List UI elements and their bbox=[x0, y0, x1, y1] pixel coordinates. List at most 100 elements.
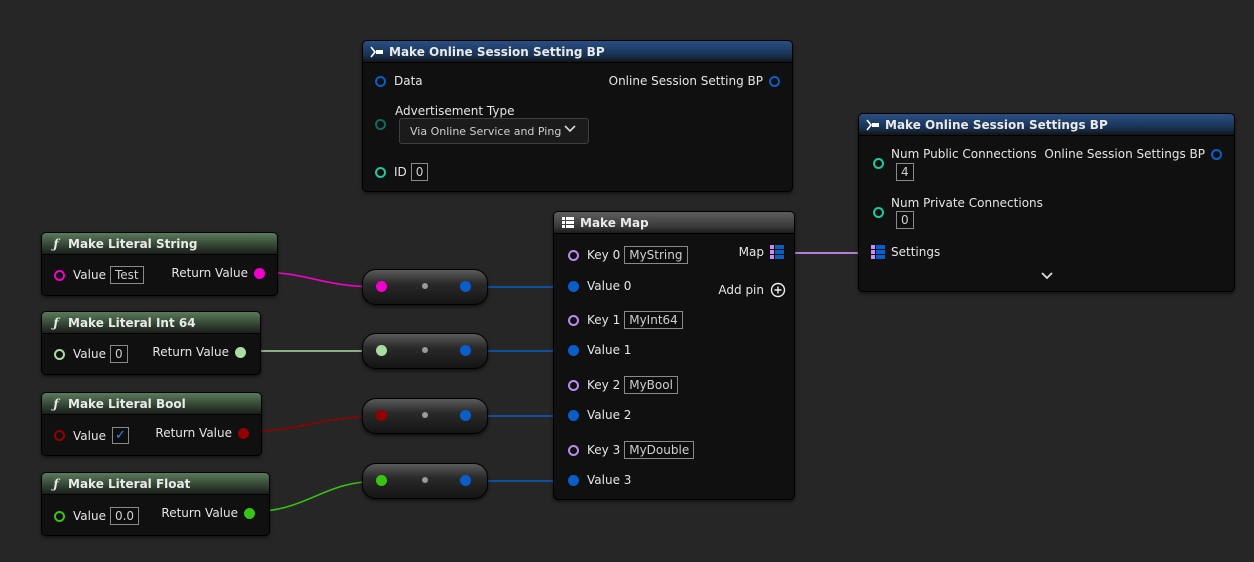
node-header: Make Online Session Settings BP bbox=[859, 114, 1234, 136]
node-title: Make Online Session Settings BP bbox=[885, 117, 1108, 132]
num-public-label: Num Public Connections bbox=[891, 147, 1037, 161]
make-literal-int64-node[interactable]: ƒ Make Literal Int 64 Value 0 Return Val… bbox=[41, 311, 261, 375]
conversion-output-pin[interactable] bbox=[460, 281, 471, 292]
conversion-dot bbox=[422, 347, 428, 353]
value-2-label: Value 2 bbox=[587, 408, 632, 422]
node-header: ƒ Make Literal String bbox=[42, 233, 277, 255]
conversion-dot bbox=[422, 283, 428, 289]
conversion-input-pin[interactable] bbox=[376, 475, 387, 486]
advertisement-type-label: Advertisement Type bbox=[395, 104, 515, 118]
value-input-pin[interactable] bbox=[54, 348, 65, 360]
key-0-field[interactable]: MyString bbox=[624, 246, 688, 264]
return-value-pin[interactable] bbox=[254, 267, 265, 279]
return-value-pin[interactable] bbox=[244, 507, 255, 519]
num-private-label: Num Private Connections bbox=[891, 196, 1043, 210]
node-title: Make Literal Bool bbox=[68, 396, 186, 411]
return-value-label: Return Value bbox=[152, 345, 229, 359]
struct-make-icon bbox=[369, 46, 385, 58]
node-header: Make Online Session Setting BP bbox=[363, 41, 792, 63]
conversion-input-pin[interactable] bbox=[376, 345, 387, 356]
id-label: ID bbox=[394, 165, 407, 179]
node-header: ƒ Make Literal Bool bbox=[42, 393, 261, 415]
return-value-pin[interactable] bbox=[235, 346, 246, 358]
num-public-field[interactable]: 4 bbox=[896, 163, 914, 181]
output-label: Online Session Settings BP bbox=[1044, 147, 1205, 161]
settings-label: Settings bbox=[891, 245, 941, 259]
value-2-pin[interactable] bbox=[568, 409, 579, 421]
conversion-input-pin[interactable] bbox=[376, 281, 387, 292]
plus-circle-icon bbox=[770, 282, 786, 298]
make-online-session-settings-node[interactable]: Make Online Session Settings BP Num Publ… bbox=[858, 113, 1235, 292]
output-pin[interactable] bbox=[1211, 148, 1222, 160]
num-public-pin[interactable] bbox=[873, 158, 884, 169]
value-1-pin[interactable] bbox=[568, 344, 579, 356]
return-value-pin[interactable] bbox=[238, 427, 249, 439]
add-pin-button[interactable]: Add pin bbox=[718, 282, 786, 298]
advertisement-type-dropdown[interactable]: Via Online Service and Ping bbox=[399, 118, 589, 144]
expand-button[interactable] bbox=[1041, 272, 1053, 280]
value-label: Value bbox=[73, 509, 106, 523]
function-icon: ƒ bbox=[53, 396, 59, 411]
value-input-pin[interactable] bbox=[54, 430, 65, 441]
key-1-pin[interactable] bbox=[568, 314, 579, 326]
value-field[interactable]: 0 bbox=[109, 345, 128, 363]
id-field[interactable]: 0 bbox=[410, 163, 429, 181]
function-icon: ƒ bbox=[53, 236, 59, 251]
map-pin-icon[interactable] bbox=[871, 245, 885, 259]
make-literal-string-node[interactable]: ƒ Make Literal String Value Test Return … bbox=[41, 232, 278, 296]
key-2-pin[interactable] bbox=[568, 379, 579, 391]
node-title: Make Literal Int 64 bbox=[68, 315, 196, 330]
conversion-node-float[interactable] bbox=[362, 463, 488, 499]
value-checkbox[interactable]: ✓ bbox=[111, 427, 129, 444]
value-3-pin[interactable] bbox=[568, 474, 579, 486]
num-private-pin[interactable] bbox=[873, 207, 884, 218]
num-private-field[interactable]: 0 bbox=[896, 211, 914, 229]
chevron-down-icon bbox=[564, 125, 576, 136]
conversion-output-pin[interactable] bbox=[460, 475, 471, 486]
key-3-field[interactable]: MyDouble bbox=[624, 441, 695, 459]
node-header: ƒ Make Literal Int 64 bbox=[42, 312, 260, 334]
key-2-field[interactable]: MyBool bbox=[624, 376, 678, 394]
key-1-label: Key 1 bbox=[587, 313, 621, 327]
return-value-label: Return Value bbox=[161, 506, 238, 520]
key-2-label: Key 2 bbox=[587, 378, 621, 392]
make-literal-bool-node[interactable]: ƒ Make Literal Bool Value ✓ Return Value bbox=[41, 392, 262, 456]
dropdown-value: Via Online Service and Ping bbox=[410, 124, 562, 138]
function-icon: ƒ bbox=[53, 315, 59, 330]
data-input-pin[interactable] bbox=[375, 75, 386, 87]
node-title: Make Map bbox=[580, 215, 649, 230]
value-label: Value bbox=[73, 347, 106, 361]
value-input-pin[interactable] bbox=[54, 269, 65, 281]
conversion-output-pin[interactable] bbox=[460, 345, 471, 356]
node-title: Make Online Session Setting BP bbox=[389, 44, 605, 59]
make-online-session-setting-node[interactable]: Make Online Session Setting BP Data Onli… bbox=[362, 40, 793, 192]
key-0-pin[interactable] bbox=[568, 249, 579, 261]
make-map-icon bbox=[560, 217, 576, 228]
node-title: Make Literal String bbox=[68, 236, 198, 251]
key-3-pin[interactable] bbox=[568, 444, 579, 456]
conversion-node-string[interactable] bbox=[362, 269, 488, 305]
value-input-pin[interactable] bbox=[54, 510, 65, 522]
conversion-input-pin[interactable] bbox=[376, 410, 387, 421]
chevron-down-icon bbox=[1041, 272, 1053, 280]
id-pin[interactable] bbox=[375, 166, 386, 178]
make-map-node[interactable]: Make Map Map Add pin Key 0 MyString Valu… bbox=[553, 211, 795, 500]
conversion-dot bbox=[422, 477, 428, 483]
map-output-pin-icon[interactable] bbox=[770, 245, 784, 259]
make-literal-float-node[interactable]: ƒ Make Literal Float Value 0.0 Return Va… bbox=[41, 472, 270, 536]
value-0-label: Value 0 bbox=[587, 279, 632, 293]
value-field[interactable]: 0.0 bbox=[109, 507, 140, 525]
conversion-node-int64[interactable] bbox=[362, 333, 488, 369]
conversion-output-pin[interactable] bbox=[460, 410, 471, 421]
key-1-field[interactable]: MyInt64 bbox=[624, 311, 683, 329]
advertisement-type-pin[interactable] bbox=[375, 119, 386, 130]
value-0-pin[interactable] bbox=[568, 280, 579, 292]
value-field[interactable]: Test bbox=[109, 266, 144, 284]
map-output-label: Map bbox=[738, 245, 764, 259]
node-title: Make Literal Float bbox=[68, 476, 191, 491]
value-label: Value bbox=[73, 268, 106, 282]
value-label: Value bbox=[73, 428, 106, 443]
output-pin[interactable] bbox=[769, 75, 780, 87]
conversion-dot bbox=[422, 412, 428, 418]
conversion-node-bool[interactable] bbox=[362, 398, 488, 434]
